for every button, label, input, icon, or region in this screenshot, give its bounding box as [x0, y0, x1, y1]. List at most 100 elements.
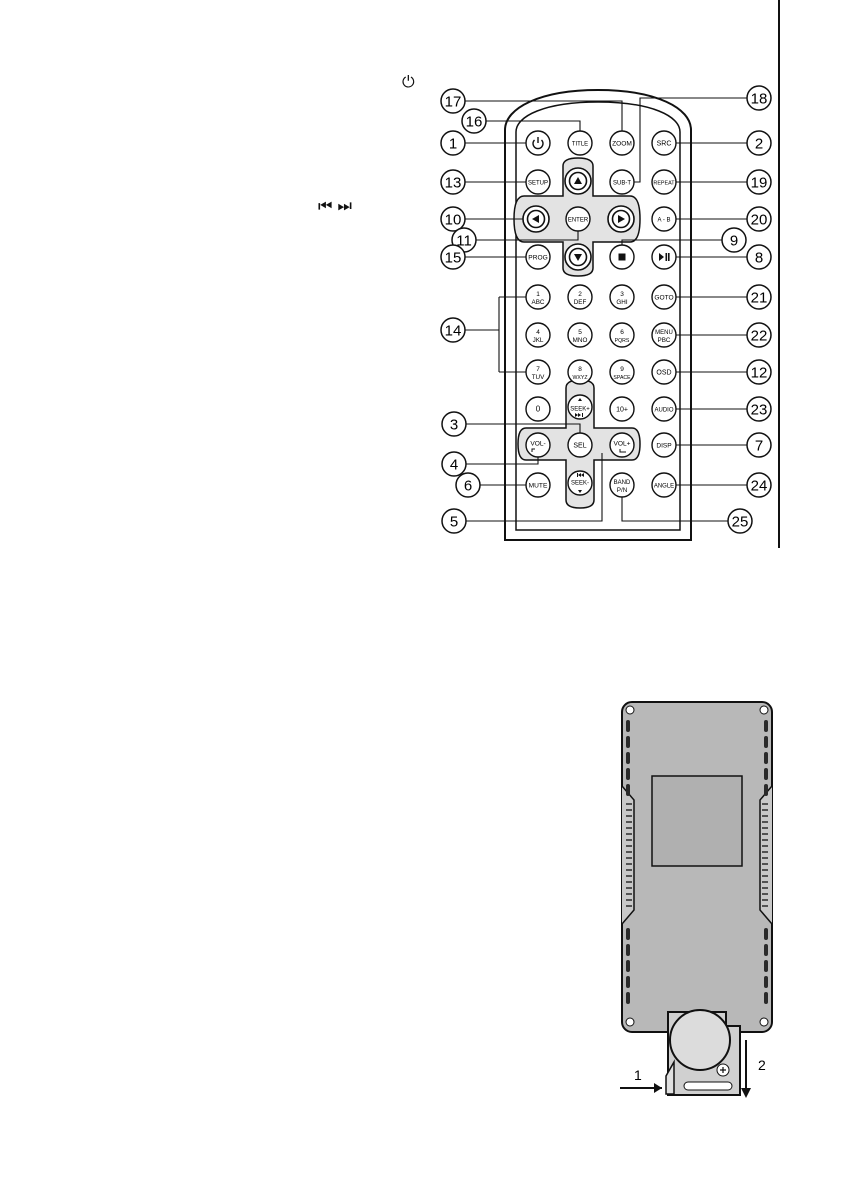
callout-1: 1: [440, 130, 466, 156]
margin-rule: [778, 0, 780, 548]
callout-number: 16: [466, 114, 483, 131]
volm-button[interactable]: VOL-: [525, 432, 551, 458]
coin-battery: [669, 1009, 731, 1071]
callout-8: 8: [746, 244, 772, 270]
audio-button[interactable]: AUDIO: [651, 396, 677, 422]
angle-button[interactable]: ANGLE: [651, 472, 677, 498]
subt-label: SUB-T: [613, 180, 631, 186]
vent-slot: [626, 784, 630, 796]
n9-label: 9: [620, 366, 624, 373]
osd-button[interactable]: OSD: [651, 359, 677, 385]
callout-21: 21: [746, 284, 772, 310]
n1-sub-label: ABC: [532, 299, 545, 306]
nav-up-button[interactable]: [564, 167, 592, 195]
callout-number: 25: [732, 514, 749, 531]
callout-5: 5: [441, 508, 467, 534]
nav-right-button[interactable]: [607, 205, 635, 233]
zoom-button[interactable]: ZOOM: [609, 130, 635, 156]
n0-button[interactable]: 0: [525, 396, 551, 422]
n7-sub-label: TUV: [532, 374, 545, 381]
plus-icon: [720, 1067, 726, 1073]
prog-button[interactable]: PROG: [525, 244, 551, 270]
volm-label: VOL-: [530, 441, 545, 448]
screw-hole-icon: [759, 705, 769, 715]
seekdn-button[interactable]: SEEK-: [567, 470, 593, 496]
seekup-button[interactable]: SEEK+: [567, 394, 593, 420]
title-button[interactable]: TITLE: [567, 130, 593, 156]
skip-next-icon: [575, 413, 583, 417]
playpause-button[interactable]: [651, 244, 677, 270]
vent-slot: [764, 992, 768, 1004]
power-button[interactable]: [525, 130, 551, 156]
vent-slot: [764, 928, 768, 940]
callout-number: 3: [450, 417, 458, 434]
volp-button[interactable]: VOL+: [609, 432, 635, 458]
vent-slot: [626, 768, 630, 780]
disp-button[interactable]: DISP: [651, 432, 677, 458]
screw-hole-icon: [759, 1017, 769, 1027]
sel-button[interactable]: SEL: [567, 432, 593, 458]
arrow-right-icon: [619, 449, 626, 453]
n8-sub-label: WXYZ: [573, 375, 588, 381]
n1-label: 1: [536, 291, 540, 298]
vent-slot: [626, 928, 630, 940]
n7-label: 7: [536, 366, 540, 373]
callout-20: 20: [746, 206, 772, 232]
vent-slot: [626, 736, 630, 748]
stop-button[interactable]: [609, 244, 635, 270]
n6-sub-label: PQRS: [615, 338, 630, 344]
callout-2: 2: [746, 130, 772, 156]
callout-3: 3: [441, 411, 467, 437]
callout-number: 12: [751, 365, 768, 382]
repeat-button[interactable]: REPEAT: [651, 169, 677, 195]
vent-slot: [626, 752, 630, 764]
callout-number: 2: [755, 136, 763, 153]
tenplus-button[interactable]: 10+: [609, 396, 635, 422]
callout-24: 24: [746, 472, 772, 498]
nav-down-button[interactable]: [564, 243, 592, 271]
angle-label: ANGLE: [654, 483, 674, 489]
callout-9-leader: [621, 239, 722, 245]
callout-15: 15: [440, 244, 466, 270]
nav-left-button[interactable]: [522, 205, 550, 233]
subt-button[interactable]: SUB-T: [609, 169, 635, 195]
screw-hole-icon: [625, 1017, 635, 1027]
ab-button[interactable]: A - B: [651, 206, 677, 232]
src-button[interactable]: SRC: [651, 130, 677, 156]
callout-17: 17: [440, 88, 466, 114]
arrow-right-icon: [654, 1083, 662, 1093]
prog-label: PROG: [528, 254, 547, 261]
callout-number: 14: [445, 323, 462, 340]
goto-button[interactable]: GOTO: [651, 284, 677, 310]
triangle-left-icon: [532, 215, 539, 223]
n0-label: 0: [536, 404, 541, 413]
callout-9: 9: [721, 227, 747, 253]
callout-11-leader: [476, 231, 579, 241]
vent-slot: [626, 720, 630, 732]
power-symbol-icon: ⏻: [402, 72, 415, 91]
audio-label: AUDIO: [654, 407, 673, 413]
callout-18: 18: [746, 85, 772, 111]
callout-13: 13: [440, 169, 466, 195]
callout-16-leader: [486, 120, 581, 131]
screw-hole-icon: [625, 705, 635, 715]
setup-button[interactable]: SETUP: [525, 169, 551, 195]
enter-label: ENTER: [568, 217, 589, 223]
tenplus-label: 10+: [616, 406, 628, 413]
menu-sub-label: PBC: [658, 337, 671, 344]
mute-button[interactable]: MUTE: [525, 472, 551, 498]
enter-button[interactable]: ENTER: [565, 206, 591, 232]
band-sub-label: P/N: [617, 487, 628, 494]
callout-number: 10: [445, 212, 462, 229]
